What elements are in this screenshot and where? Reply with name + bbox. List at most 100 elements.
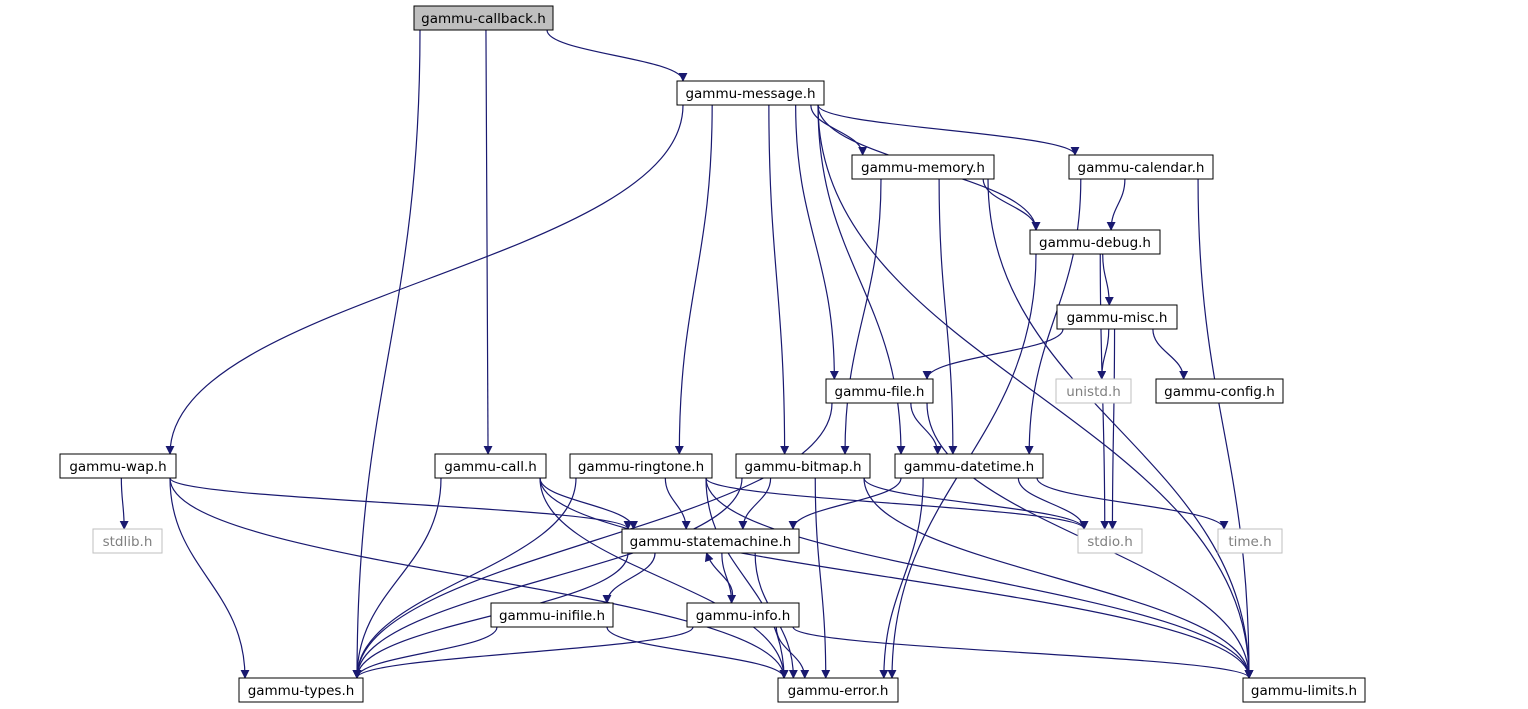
node-gammu-debug-h[interactable]: gammu-debug.h — [1029, 229, 1161, 255]
node-box — [238, 677, 364, 703]
edge-gammu-debug-h-to-gammu-misc-h — [1102, 253, 1114, 306]
node-box — [1068, 154, 1214, 180]
node-gammu-callback-h[interactable]: gammu-callback.h — [413, 5, 554, 31]
edge-gammu-message-h-to-gammu-limits-h — [817, 104, 1254, 679]
node-box — [92, 528, 163, 554]
edge-gammu-callback-h-to-gammu-message-h — [546, 29, 688, 82]
node-gammu-limits-h[interactable]: gammu-limits.h — [1242, 677, 1366, 703]
edge-gammu-message-h-to-gammu-file-h — [795, 104, 839, 380]
edge-gammu-callback-h-to-gammu-call-h — [483, 29, 493, 455]
node-label: gammu-statemachine.h — [630, 534, 792, 550]
node-label: gammu-message.h — [685, 86, 815, 102]
edge-gammu-message-h-to-gammu-wap-h — [165, 104, 684, 455]
edge-gammu-ringtone-h-to-gammu-limits-h — [705, 477, 1254, 679]
node-gammu-statemachine-h[interactable]: gammu-statemachine.h — [621, 528, 800, 554]
node-box — [621, 528, 800, 554]
edge-gammu-ringtone-h-to-stdio-h — [705, 477, 1089, 530]
node-gammu-ringtone-h[interactable]: gammu-ringtone.h — [569, 453, 713, 479]
edge-gammu-callback-h-to-gammu-types-h — [352, 29, 421, 679]
edge-gammu-memory-h-to-gammu-bitmap-h — [840, 178, 882, 455]
edge-gammu-statemachine-h-to-gammu-info-h — [721, 552, 737, 604]
edge-gammu-info-h-to-gammu-types-h — [352, 626, 694, 679]
edge-gammu-bitmap-h-to-gammu-limits-h — [863, 477, 1254, 679]
edge-gammu-message-h-to-gammu-bitmap-h — [768, 104, 790, 455]
node-box — [490, 602, 614, 628]
node-gammu-types-h[interactable]: gammu-types.h — [238, 677, 364, 703]
node-label: gammu-bitmap.h — [744, 459, 861, 475]
node-time-h[interactable]: time.h — [1217, 528, 1283, 554]
node-label: gammu-debug.h — [1039, 235, 1151, 251]
node-box — [434, 453, 547, 479]
edge-gammu-call-h-to-gammu-types-h — [352, 477, 442, 679]
node-gammu-wap-h[interactable]: gammu-wap.h — [59, 453, 177, 479]
node-box — [1055, 378, 1132, 404]
node-stdlib-h[interactable]: stdlib.h — [92, 528, 163, 554]
node-stdio-h[interactable]: stdio.h — [1077, 528, 1143, 554]
node-gammu-calendar-h[interactable]: gammu-calendar.h — [1068, 154, 1214, 180]
node-box — [686, 602, 800, 628]
edge-gammu-wap-h-to-gammu-types-h — [169, 477, 250, 679]
edge-gammu-info-h-to-gammu-limits-h — [792, 626, 1254, 679]
node-label: gammu-inifile.h — [499, 608, 605, 624]
node-gammu-bitmap-h[interactable]: gammu-bitmap.h — [735, 453, 871, 479]
node-box — [1217, 528, 1283, 554]
node-label: gammu-callback.h — [421, 11, 546, 27]
node-label: time.h — [1228, 534, 1271, 550]
node-label: gammu-error.h — [788, 683, 889, 699]
edge-gammu-wap-h-to-gammu-error-h — [169, 477, 789, 679]
edge-gammu-datetime-h-to-gammu-statemachine-h — [788, 477, 902, 530]
edge-layer — [119, 29, 1254, 679]
edge-gammu-call-h-to-gammu-error-h — [539, 477, 789, 679]
node-label: gammu-config.h — [1164, 384, 1275, 400]
node-gammu-config-h[interactable]: gammu-config.h — [1155, 378, 1284, 404]
node-box — [851, 154, 995, 180]
node-label: unistd.h — [1066, 384, 1121, 400]
node-gammu-file-h[interactable]: gammu-file.h — [825, 378, 934, 404]
node-gammu-message-h[interactable]: gammu-message.h — [676, 80, 825, 106]
edge-gammu-calendar-h-to-gammu-limits-h — [1197, 178, 1254, 679]
edge-gammu-calendar-h-to-gammu-debug-h — [1106, 178, 1126, 231]
edge-gammu-datetime-h-to-gammu-error-h — [879, 477, 924, 679]
node-label: gammu-types.h — [248, 683, 355, 699]
node-label: gammu-memory.h — [861, 160, 985, 176]
node-gammu-datetime-h[interactable]: gammu-datetime.h — [894, 453, 1044, 479]
node-label: stdlib.h — [103, 534, 153, 550]
node-box — [413, 5, 554, 31]
node-label: gammu-info.h — [696, 608, 791, 624]
node-box — [1242, 677, 1366, 703]
node-label: gammu-misc.h — [1067, 310, 1168, 326]
edge-gammu-call-h-to-gammu-statemachine-h — [539, 477, 638, 530]
node-box — [735, 453, 871, 479]
edge-gammu-wap-h-to-stdlib-h — [119, 477, 129, 530]
node-box — [59, 453, 177, 479]
node-gammu-misc-h[interactable]: gammu-misc.h — [1056, 304, 1178, 330]
node-gammu-call-h[interactable]: gammu-call.h — [434, 453, 547, 479]
node-unistd-h[interactable]: unistd.h — [1055, 378, 1132, 404]
edge-gammu-file-h-to-gammu-types-h — [352, 402, 833, 679]
node-box — [1029, 229, 1161, 255]
edge-gammu-info-h-to-gammu-statemachine-h — [704, 552, 734, 604]
node-gammu-memory-h[interactable]: gammu-memory.h — [851, 154, 995, 180]
node-gammu-inifile-h[interactable]: gammu-inifile.h — [490, 602, 614, 628]
edge-gammu-misc-h-to-gammu-file-h — [922, 328, 1064, 380]
edge-gammu-bitmap-h-to-gammu-statemachine-h — [738, 477, 772, 530]
node-box — [894, 453, 1044, 479]
edge-gammu-bitmap-h-to-gammu-types-h — [352, 477, 743, 679]
edge-gammu-call-h-to-gammu-limits-h — [539, 477, 1254, 679]
edge-gammu-inifile-h-to-gammu-error-h — [606, 626, 789, 679]
edge-gammu-misc-h-to-stdio-h — [1107, 328, 1117, 530]
node-box — [1077, 528, 1143, 554]
edge-gammu-message-h-to-gammu-calendar-h — [817, 104, 1080, 156]
node-box — [1155, 378, 1284, 404]
edge-gammu-message-h-to-gammu-memory-h — [810, 104, 868, 156]
node-gammu-info-h[interactable]: gammu-info.h — [686, 602, 800, 628]
node-box — [676, 80, 825, 106]
edge-gammu-datetime-h-to-time-h — [1036, 477, 1229, 530]
node-box — [825, 378, 934, 404]
edge-gammu-ringtone-h-to-gammu-statemachine-h — [664, 477, 691, 530]
edge-gammu-datetime-h-to-stdio-h — [1017, 477, 1089, 530]
edge-gammu-statemachine-h-to-gammu-inifile-h — [602, 552, 656, 604]
node-gammu-error-h[interactable]: gammu-error.h — [777, 677, 899, 703]
node-layer: gammu-callback.h gammu-message.h gammu-mem… — [59, 5, 1366, 703]
